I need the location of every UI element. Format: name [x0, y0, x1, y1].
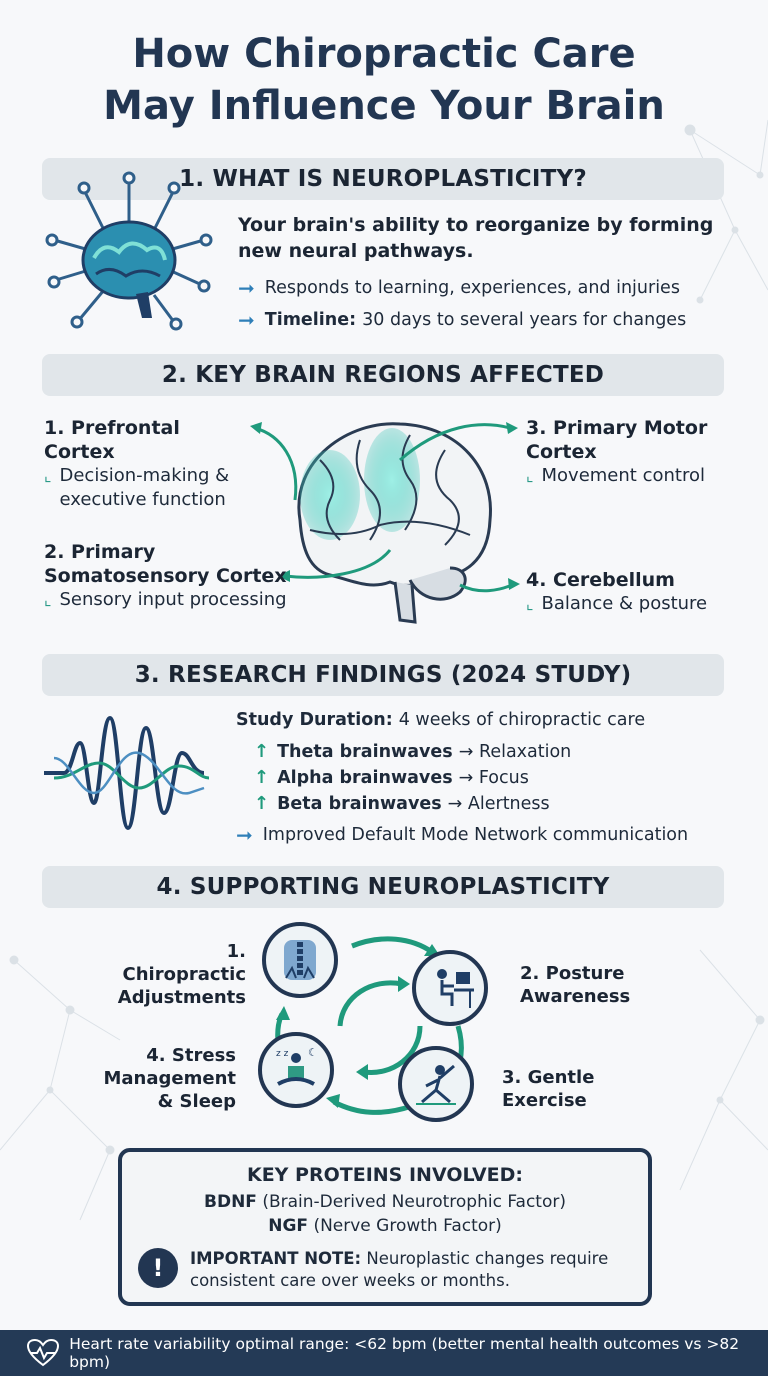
- region-prefrontal: 1. Prefrontal Cortex ⌞Decision-making & …: [44, 416, 254, 512]
- arrow-up-icon: ↑: [254, 741, 270, 762]
- bullet-1-text: Responds to learning, experiences, and i…: [264, 278, 680, 298]
- arrow-right-icon: ➞: [238, 276, 255, 300]
- protein-bdnf: BDNF (Brain-Derived Neurotrophic Factor): [204, 1192, 566, 1212]
- region-name: 2. Primary Somatosensory Cortex: [44, 541, 287, 587]
- arrow-right-icon: ➞: [238, 308, 255, 332]
- finding-theta: ↑ Theta brainwaves → Relaxation: [254, 741, 571, 762]
- finding-alpha: ↑ Alpha brainwaves → Focus: [254, 767, 529, 788]
- proteins-heading: KEY PROTEINS INVOLVED:: [246, 1164, 524, 1186]
- desk-posture-icon: [437, 969, 474, 1008]
- region-somatosensory: 2. Primary Somatosensory Cortex ⌞Sensory…: [44, 540, 304, 612]
- exclamation-icon: !: [138, 1248, 178, 1288]
- spine-circle: [262, 922, 338, 998]
- heart-pulse-icon: [26, 1338, 60, 1367]
- title-line-1: How Chiropractic Care: [132, 31, 636, 77]
- svg-text:z z: z z: [276, 1049, 289, 1059]
- region-name: 4. Cerebellum: [526, 569, 675, 591]
- region-desc: ⌞Balance & posture: [526, 593, 708, 614]
- brainwave-icon: [44, 715, 210, 831]
- timeline-label: Timeline:: [264, 310, 357, 330]
- section-3-heading: 3. RESEARCH FINDINGS (2024 STUDY): [42, 654, 724, 696]
- timeline-text: 30 days to several years for changes: [362, 310, 687, 330]
- exercise-icon: [416, 1064, 456, 1105]
- region-desc: ⌞Sensory input processing: [44, 589, 287, 610]
- finding-label: Beta brainwaves: [277, 793, 442, 814]
- duration-text: 4 weeks of chiropractic care: [398, 710, 646, 730]
- region-cerebellum: 4. Cerebellum ⌞Balance & posture: [526, 568, 726, 616]
- page-title: How Chiropractic Care May Influence Your…: [0, 28, 768, 132]
- arrow-up-icon: ↑: [254, 793, 270, 814]
- region-name: 1. Prefrontal Cortex: [44, 417, 180, 463]
- meditation-icon: z z ☾: [276, 1046, 318, 1086]
- region-name: 3. Primary Motor Cortex: [526, 417, 708, 463]
- section-1-heading: 1. WHAT IS NEUROPLASTICITY?: [42, 158, 724, 200]
- footer-bar: Heart rate variability optimal range: <6…: [0, 1330, 768, 1376]
- study-duration: Study Duration: 4 weeks of chiropractic …: [236, 710, 645, 730]
- region-desc: ⌞Movement control: [526, 465, 705, 486]
- neuroplasticity-bullet-1: ➞ Responds to learning, experiences, and…: [238, 276, 680, 300]
- spine-icon: [284, 940, 316, 980]
- brain-illustration: [297, 422, 492, 624]
- title-line-2: May Influence Your Brain: [103, 83, 665, 129]
- neuroplasticity-definition: Your brain's ability to reorganize by fo…: [238, 214, 714, 262]
- finding-beta: ↑ Beta brainwaves → Alertness: [254, 793, 550, 814]
- finding-label: Alpha brainwaves: [277, 767, 453, 788]
- dmn-text: Improved Default Mode Network communicat…: [262, 825, 689, 845]
- region-arrows: [250, 422, 520, 593]
- duration-label: Study Duration:: [236, 710, 393, 730]
- exercise-circle: [398, 1046, 474, 1122]
- region-motor: 3. Primary Motor Cortex ⌞Movement contro…: [526, 416, 726, 488]
- finding-result: → Alertness: [447, 793, 550, 814]
- finding-result: → Relaxation: [458, 741, 572, 762]
- meditation-circle: z z ☾: [258, 1032, 334, 1108]
- finding-label: Theta brainwaves: [277, 741, 453, 762]
- important-note: IMPORTANT NOTE: Neuroplastic changes req…: [190, 1249, 609, 1290]
- svg-text:☾: ☾: [308, 1046, 318, 1059]
- finding-dmn: ➞ Improved Default Mode Network communic…: [236, 823, 688, 847]
- brain-circuit-icon: [45, 171, 213, 331]
- arrow-up-icon: ↑: [254, 767, 270, 788]
- finding-result: → Focus: [458, 767, 529, 788]
- region-desc: ⌞Decision-making & executive function: [44, 465, 230, 510]
- section-4-heading: 4. SUPPORTING NEUROPLASTICITY: [42, 866, 724, 908]
- posture-circle: [412, 950, 488, 1026]
- key-proteins-box: KEY PROTEINS INVOLVED: BDNF (Brain-Deriv…: [118, 1148, 652, 1306]
- section-2-heading: 2. KEY BRAIN REGIONS AFFECTED: [42, 354, 724, 396]
- protein-ngf: NGF (Nerve Growth Factor): [268, 1216, 502, 1236]
- neuroplasticity-bullet-2: ➞ Timeline: 30 days to several years for…: [238, 308, 686, 332]
- arrow-right-icon: ➞: [236, 823, 253, 847]
- footer-text: Heart rate variability optimal range: <6…: [69, 1335, 740, 1371]
